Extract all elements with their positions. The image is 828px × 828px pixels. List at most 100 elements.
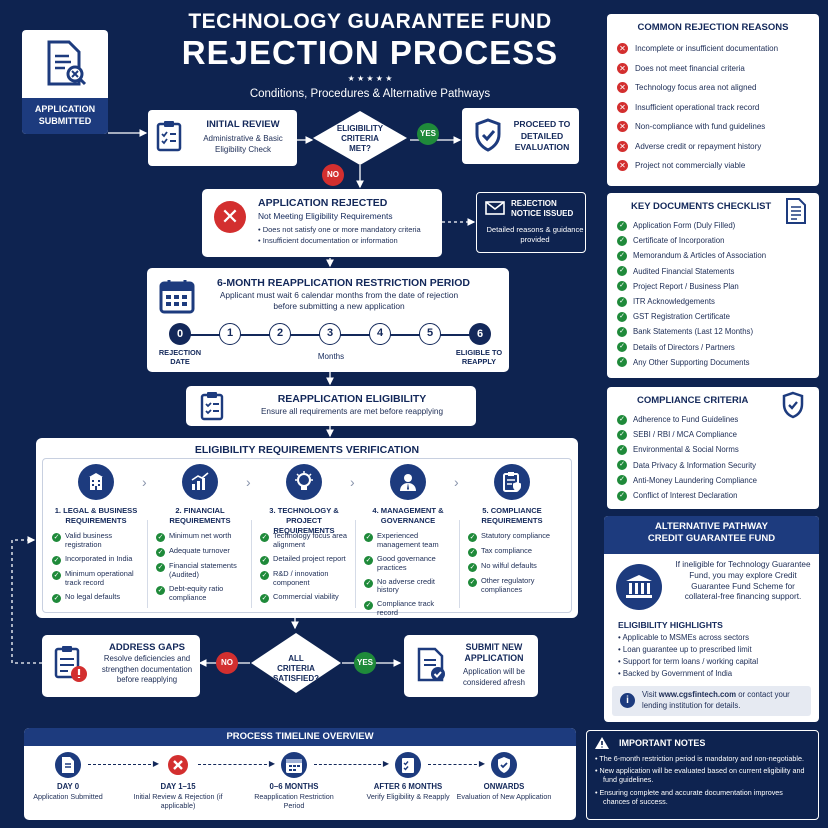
check-icon: ✓: [617, 414, 627, 425]
visit-link[interactable]: www.cgsfintech.com: [658, 690, 737, 699]
document-item: ✓Application Form (Duly Filled): [617, 218, 809, 233]
requirement-item: ✓No wilful defaults: [468, 561, 560, 572]
rejection-reason-text: Adverse credit or repayment history: [635, 141, 762, 151]
manager-icon: [390, 464, 426, 500]
requirement-item-text: Technology focus area alignment: [273, 531, 347, 549]
document-item-text: GST Registration Certificate: [633, 312, 730, 322]
requirement-item: ✓Statutory compliance: [468, 531, 560, 542]
clipboard-shield-icon: [494, 464, 530, 500]
check-icon: ✓: [52, 555, 61, 565]
document-item-text: Details of Directors / Partners: [633, 342, 735, 352]
month-2: 2: [269, 323, 291, 345]
requirement-item-text: Minimum operational track record: [65, 568, 134, 587]
month-1: 1: [219, 323, 241, 345]
calendar-icon: [159, 278, 195, 319]
no-badge-2: NO: [216, 652, 238, 674]
eligibility-decision-label: ELIGIBILITY CRITERIA MET?: [336, 124, 384, 153]
rejection-reason-text: Non-compliance with fund guidelines: [635, 122, 766, 132]
check-icon: ✓: [364, 533, 373, 542]
document-item: ✓Certificate of Incorporation: [617, 233, 809, 248]
visit-pre: Visit: [642, 690, 659, 699]
compliance-item: ✓Environmental & Social Norms: [617, 442, 809, 457]
rejected-title: APPLICATION REJECTED: [258, 197, 388, 209]
document-item-text: Any Other Supporting Documents: [633, 357, 750, 367]
check-icon: ✓: [468, 548, 477, 557]
submit-new-desc: Application will be considered afresh: [463, 667, 525, 687]
requirement-item-text: Detailed project report: [273, 553, 346, 563]
initial-review-desc: Administrative & Basic Eligibility Check: [203, 134, 283, 154]
requirement-item: ✓Experienced management team: [364, 531, 456, 550]
check-icon: ✓: [364, 578, 373, 588]
timeline-arrow: ▶: [314, 759, 389, 768]
stars-divider: ★ ★ ★ ★ ★: [347, 74, 393, 83]
application-document-icon: [22, 30, 108, 98]
checklist-icon: [395, 752, 421, 778]
rejection-reason-item: ✕Incomplete or insufficient documentatio…: [617, 39, 809, 59]
envelope-icon: [485, 201, 505, 220]
restriction-period-box: 6-MONTH REAPPLICATION RESTRICTION PERIOD…: [147, 268, 509, 372]
x-circle-icon: [165, 752, 191, 778]
column-divider: [251, 520, 252, 608]
check-icon: ✓: [364, 601, 373, 611]
header: TECHNOLOGY GUARANTEE FUND REJECTION PROC…: [160, 10, 580, 100]
requirement-item-text: Compliance track record: [377, 599, 435, 618]
requirement-item: ✓Technology focus area alignment: [260, 531, 352, 550]
check-icon: ✓: [617, 235, 627, 246]
requirement-title: 5. COMPLIANCE REQUIREMENTS: [481, 506, 543, 525]
requirement-item: ✓ Tax compliance: [468, 546, 560, 557]
requirement-item-text: R&D / innovation component: [273, 568, 329, 587]
rejection-reasons-panel: COMMON REJECTION REASONS ✕Incomplete or …: [607, 14, 819, 186]
requirement-title: 2. FINANCIAL REQUIREMENTS: [169, 506, 231, 525]
requirement-column: 4. MANAGEMENT & GOVERNANCE ✓Experienced m…: [356, 462, 460, 617]
rejection-reason-text: Insufficient operational track record: [635, 102, 760, 112]
check-icon: ✓: [617, 326, 627, 337]
check-icon: ✓: [364, 555, 373, 565]
warning-icon: [595, 737, 609, 749]
alternative-title-1: ALTERNATIVE PATHWAY: [655, 521, 768, 532]
timeline-step-head: ONWARDS: [483, 782, 525, 791]
requirement-item-text: No wilful defaults: [481, 561, 537, 570]
yes-badge-1: YES: [417, 123, 439, 145]
address-gaps-desc: Resolve deficiencies and strengthen docu…: [101, 654, 193, 684]
timeline-step-desc: Reapplication Restriction Period: [254, 792, 334, 811]
documents-title: KEY DOCUMENTS CHECKLIST: [631, 201, 772, 212]
rejection-reasons-title: COMMON REJECTION REASONS: [637, 22, 789, 33]
documents-panel: KEY DOCUMENTS CHECKLIST ✓Application For…: [607, 193, 819, 378]
month-6: 6: [469, 323, 491, 345]
check-icon: ✓: [156, 585, 165, 595]
document-icon: [55, 752, 81, 778]
requirement-item: ✓Minimum operational track record: [52, 568, 144, 588]
requirement-item: ✓ Compliance track record: [364, 599, 456, 618]
rejection-notice-title: REJECTION NOTICE ISSUED: [511, 199, 574, 218]
document-item-text: ITR Acknowledgements: [633, 297, 715, 307]
document-list-icon: [785, 197, 807, 230]
x-icon: ✕: [617, 160, 628, 172]
x-icon: ✕: [617, 121, 628, 133]
check-icon: ✓: [617, 490, 627, 501]
requirement-title: 3. TECHNOLOGY & PROJECT REQUIREMENTS: [269, 506, 339, 535]
application-rejected-box: ✕ APPLICATION REJECTED Not Meeting Eligi…: [202, 189, 442, 257]
compliance-item-text: Adherence to Fund Guidelines: [633, 415, 739, 425]
rejection-reason-text: Technology focus area not aligned: [635, 83, 757, 93]
visit-box: i Visit www.cgsfintech.com or contact yo…: [612, 686, 811, 716]
rejection-reason-text: Incomplete or insufficient documentation: [635, 44, 779, 54]
rejected-point-1-text: Does not satisfy one or more mandatory c…: [262, 225, 421, 234]
highlight-item: • Support for term loans / working capit…: [618, 657, 759, 666]
requirement-item-text: Tax compliance: [481, 546, 532, 555]
address-gaps-box: ADDRESS GAPS Resolve deficiencies and st…: [42, 635, 200, 697]
timeline-step-desc: Application Submitted: [33, 792, 103, 801]
rejected-subtitle: Not Meeting Eligibility Requirements: [258, 211, 393, 221]
document-item: ✓Any Other Supporting Documents: [617, 355, 809, 370]
requirement-title: 4. MANAGEMENT & GOVERNANCE: [372, 506, 444, 525]
timeline-title: PROCESS TIMELINE OVERVIEW: [24, 728, 576, 746]
timeline-arrow: ▶: [198, 759, 275, 768]
timeline-step-head: DAY 0: [56, 782, 80, 791]
shield-check-icon-compliance: [781, 391, 805, 424]
lightbulb-icon: [286, 464, 322, 500]
restriction-title: 6-MONTH REAPPLICATION RESTRICTION PERIOD: [217, 277, 470, 289]
check-icon: ✓: [617, 342, 627, 353]
submit-new-box: SUBMIT NEW APPLICATION Application will …: [404, 635, 538, 697]
document-item: ✓Bank Statements (Last 12 Months): [617, 324, 809, 339]
subtitle: Conditions, Procedures & Alternative Pat…: [249, 88, 491, 100]
check-icon: ✓: [468, 578, 477, 587]
